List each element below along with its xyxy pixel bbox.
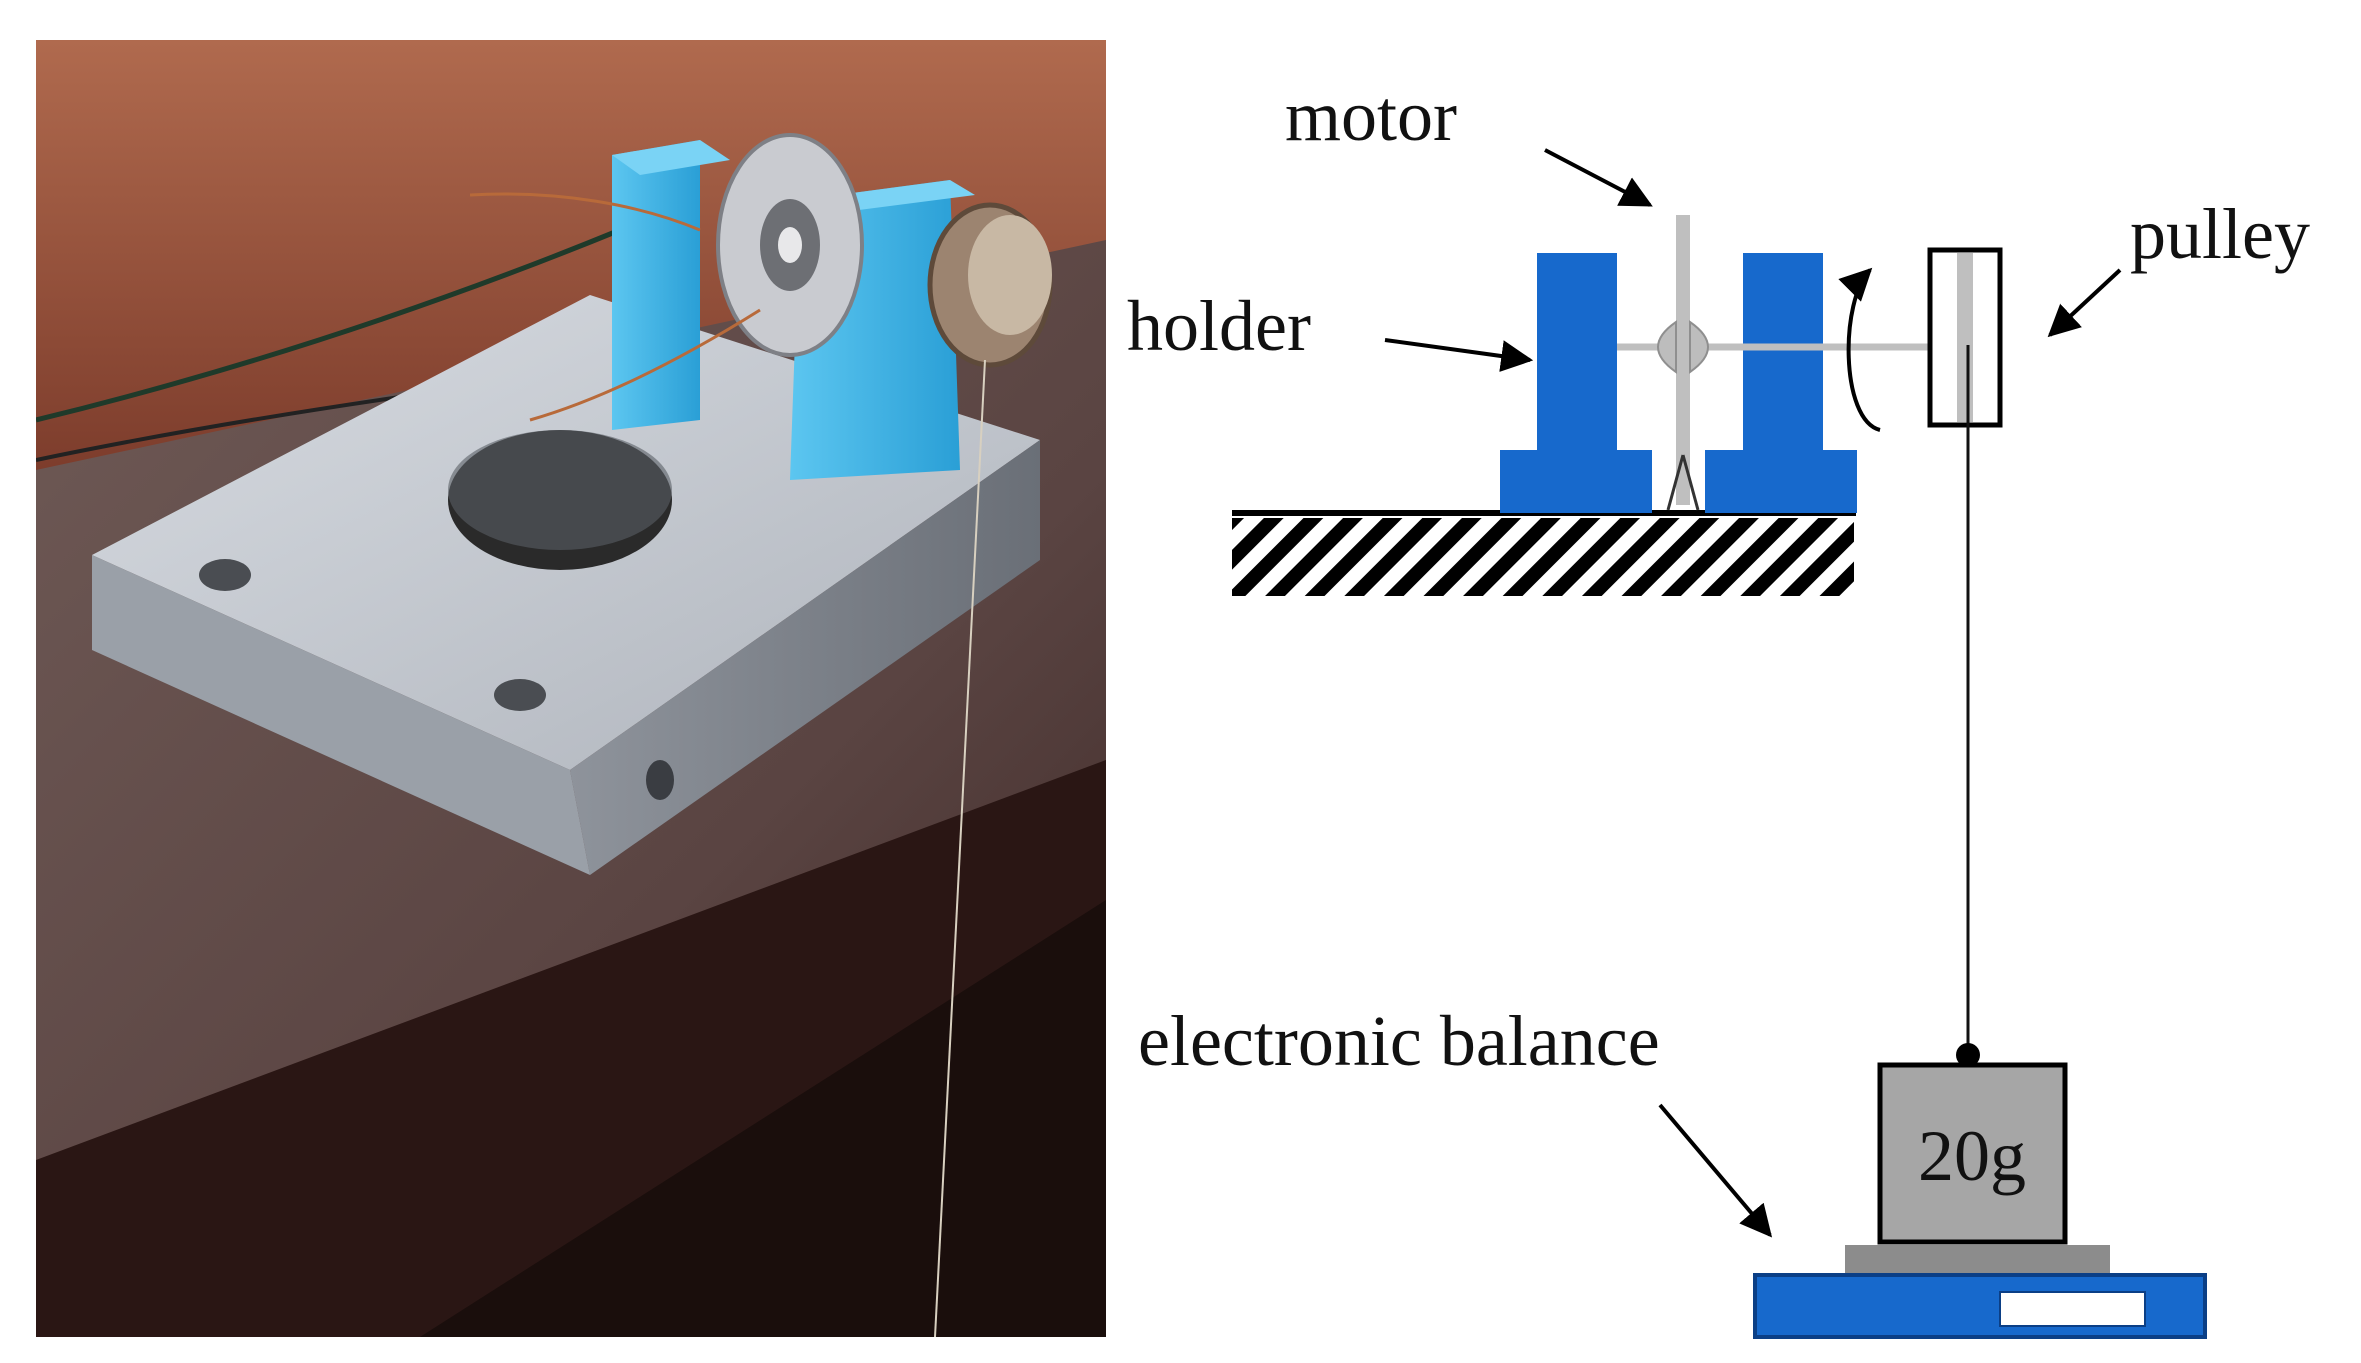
weight-label: 20g [1918, 1116, 2026, 1196]
label-electronic-balance: electronic balance [1138, 1001, 1660, 1081]
aluminium-block-side [570, 440, 1040, 875]
rotation-arrow-icon [1838, 267, 1881, 432]
block-large-hole-rim [448, 430, 672, 550]
block-bolt-hole-2 [494, 679, 546, 711]
motor-leg-left [1666, 454, 1685, 511]
block-side-hole [646, 760, 674, 800]
motor-leg-right [1681, 454, 1700, 511]
block-bolt-hole-1 [199, 559, 251, 591]
aluminium-block-front [92, 555, 590, 875]
motor-disc-photo [716, 133, 864, 357]
pointer-arrow-icon [1658, 1103, 1773, 1238]
label-holder: holder [1127, 286, 1311, 366]
apparatus-photo [36, 40, 1106, 1337]
holder-right [1705, 253, 1857, 513]
label-motor: motor [1285, 76, 1457, 156]
string-knot [1956, 1043, 1980, 1067]
balance-platform [1845, 1245, 2110, 1273]
holder-left [1500, 253, 1652, 513]
pulley-wheel-photo [927, 202, 1053, 368]
bearing-left [1657, 320, 1677, 374]
pointer-arrow-icon [1384, 338, 1534, 372]
bearing-right [1689, 320, 1709, 374]
motor-disc [1676, 215, 1690, 505]
label-pulley: pulley [2130, 194, 2310, 274]
wire-green [36, 227, 621, 423]
ground-hatch [1232, 510, 1856, 596]
copper-wire-2 [529, 308, 761, 422]
pointer-arrow-icon [2047, 268, 2122, 338]
pointer-arrow-icon [1544, 148, 1653, 207]
weight-block [1877, 1062, 2068, 1245]
thread-photo [934, 359, 986, 1337]
desk-shadow [420, 900, 1106, 1337]
balance-display [1999, 1291, 2146, 1327]
pulley-wheel [1957, 253, 1973, 422]
copper-wire-1 [469, 192, 701, 232]
schematic-diagram: 20g motor holder pulley electronic balan… [1127, 76, 2310, 1339]
